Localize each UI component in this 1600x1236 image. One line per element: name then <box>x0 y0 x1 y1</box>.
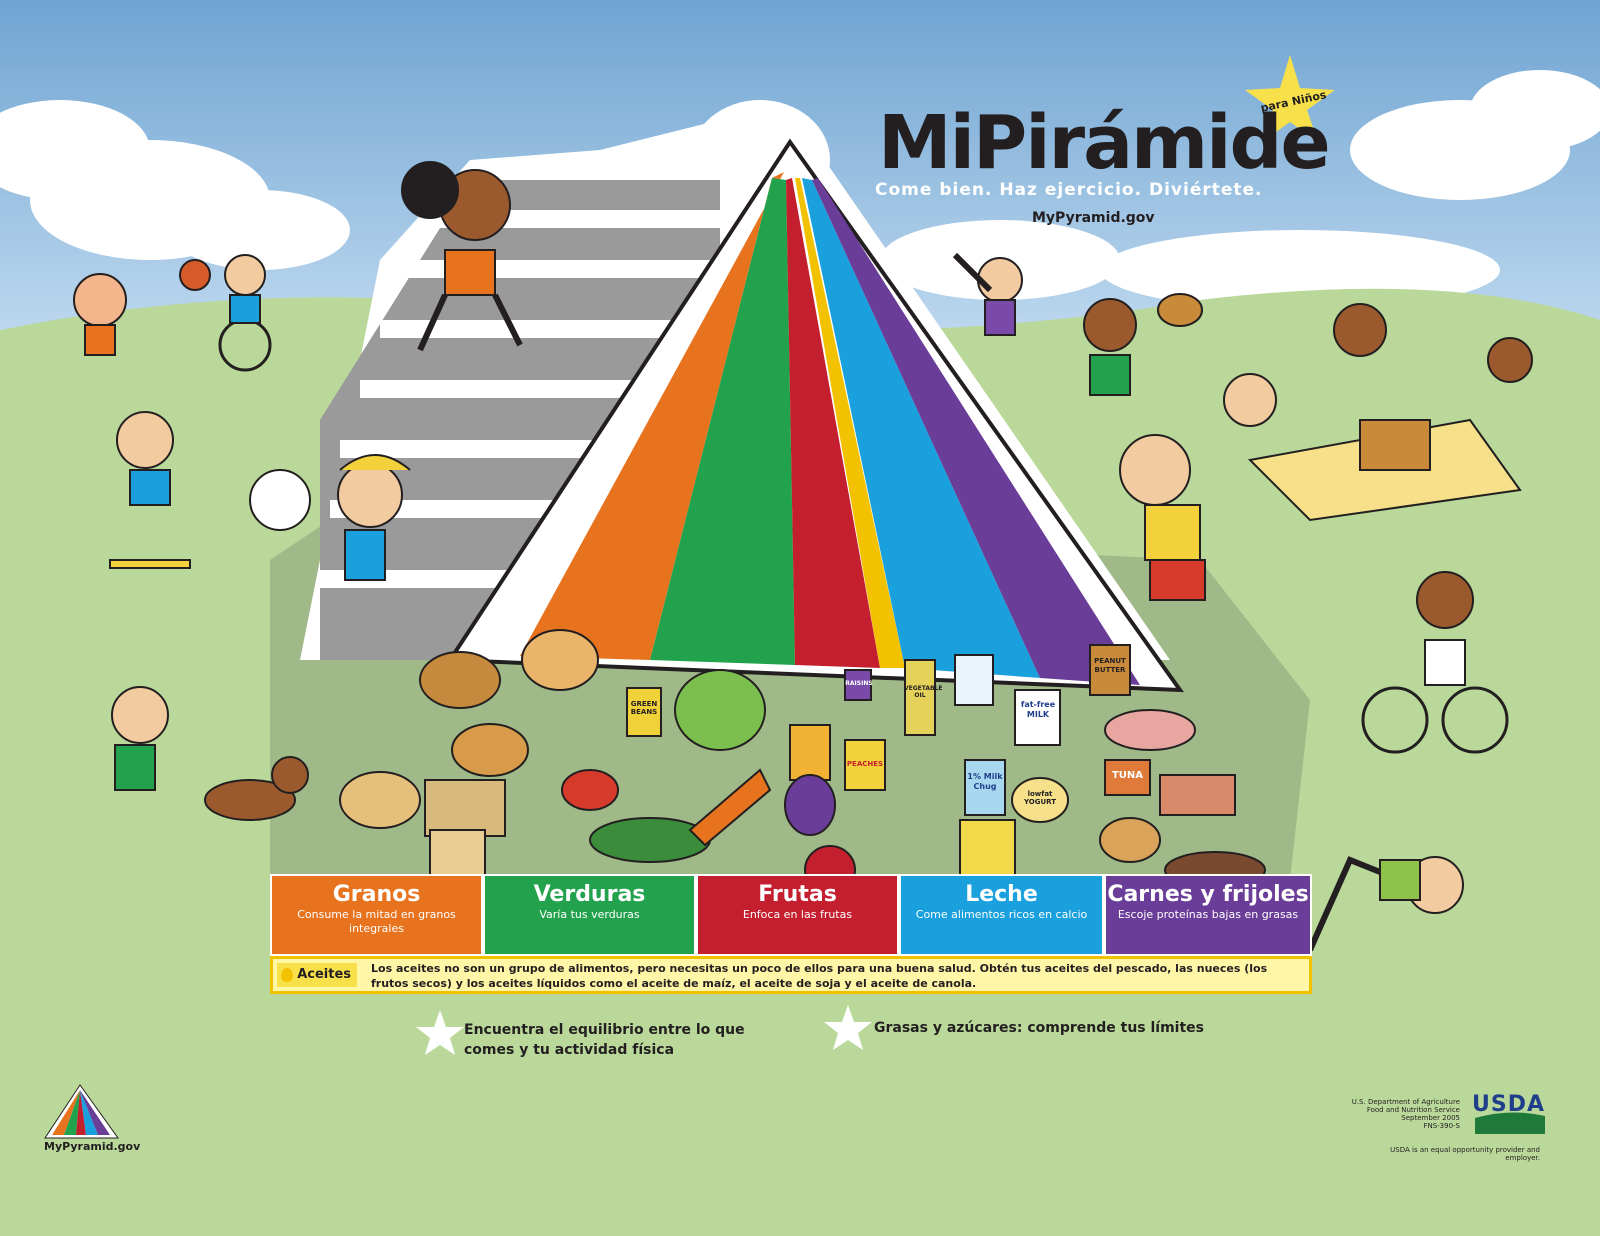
picnic-group <box>1223 303 1533 522</box>
milk-chug-label: 1% Milk Chug <box>967 772 1003 791</box>
rice-bowl <box>419 651 501 709</box>
bun <box>521 629 599 691</box>
carrot <box>688 768 772 847</box>
raisins-box <box>844 669 872 701</box>
food-group-verduras: Verduras Varía tus verduras <box>483 874 696 956</box>
kid-running-top <box>401 161 523 352</box>
usda-line: September 2005 <box>1401 1114 1460 1122</box>
food-group-name: Leche <box>965 882 1038 907</box>
tuna-can <box>1104 759 1151 796</box>
oils-row: Aceites Los aceites no son un grupo de a… <box>270 956 1312 994</box>
tip-fats-sugars: Grasas y azúcares: comprende tus límites <box>874 1020 1204 1036</box>
kid-skateboard <box>109 411 191 569</box>
food-group-frutas: Frutas Enfoca en las frutas <box>696 874 899 956</box>
peaches-label: PEACHES <box>846 760 884 768</box>
food-group-tip: Escoje proteínas bajas en grasas <box>1117 908 1299 921</box>
food-group-carnes-y-frijoles: Carnes y frijoles Escoje proteínas bajas… <box>1104 874 1312 956</box>
page-subtitle: Come bien. Haz ejercicio. Diviértete. <box>875 180 1263 200</box>
food-group-name: Frutas <box>758 882 837 907</box>
milk-glass <box>954 654 994 706</box>
oil-bottle <box>904 659 936 736</box>
raisins-label: RAISINS <box>845 680 873 687</box>
green-beans-can <box>626 687 662 737</box>
usda-line: FNS-390-S <box>1423 1122 1460 1130</box>
tip-balance: Encuentra el equilibrio entre lo que com… <box>464 1022 745 1058</box>
green-beans-label: GREEN BEANS <box>630 700 658 716</box>
kid-cycling <box>1361 571 1509 754</box>
cheese <box>959 819 1016 876</box>
cabbage <box>674 669 766 751</box>
pyramid-stripe-leche <box>802 178 1040 678</box>
milk-carton-label: fat-free MILK <box>1020 700 1056 719</box>
kid-catching <box>1083 293 1203 396</box>
food-group-leche: Leche Come alimentos ricos en calcio <box>899 874 1104 956</box>
equal-opportunity-note: USDA is an equal opportunity provider an… <box>1390 1146 1540 1162</box>
usda-logo-icon <box>1475 1112 1545 1134</box>
milk-carton <box>1014 689 1061 746</box>
peanut-butter-label: PEANUT BUTTER <box>1094 657 1126 674</box>
ham-slices <box>1104 709 1196 751</box>
pyramid-stripe-aceites <box>795 178 905 668</box>
fish-fillet <box>1159 774 1236 816</box>
pyramid-stripe-carnes <box>812 178 1140 685</box>
pyramid <box>446 138 1184 693</box>
kid-baseball <box>952 252 1023 336</box>
food-group-tip: Come alimentos ricos en calcio <box>915 908 1088 921</box>
star-badge-shape <box>1245 55 1335 142</box>
site-url: MyPyramid.gov <box>1032 210 1155 226</box>
milk-chug <box>964 759 1006 816</box>
peanut-butter-jar <box>1089 644 1131 696</box>
oils-label: Aceites <box>277 963 357 987</box>
page-title: MiPirámide <box>878 100 1331 186</box>
star-icon <box>416 1010 464 1055</box>
food-group-tip: Consume la mitad en granos integrales <box>297 908 456 935</box>
usda-logo-text: USDA <box>1472 1092 1545 1117</box>
tomato <box>561 769 619 811</box>
oils-description: Los aceites no son un grupo de alimentos… <box>371 962 1268 990</box>
food-group-name: Verduras <box>533 882 646 907</box>
oil-drop-icon <box>281 967 294 982</box>
yogurt-label: lowfat YOGURT <box>1023 790 1057 806</box>
broccoli <box>589 817 711 863</box>
peaches-can <box>844 739 886 791</box>
star-icon <box>824 1005 872 1050</box>
chicken-leg <box>1099 817 1161 863</box>
usda-line: Food and Nutrition Service <box>1366 1106 1460 1114</box>
usda-agency-info: U.S. Department of Agriculture Food and … <box>1320 1098 1460 1130</box>
cereal-bowl <box>451 723 529 777</box>
food-pile <box>339 629 1266 895</box>
pyramid-steps <box>320 180 760 660</box>
yogurt <box>1011 777 1069 823</box>
kid-wheelchair <box>218 254 272 372</box>
pyramid-stripe-granos <box>520 172 784 660</box>
kids <box>73 161 1533 952</box>
pyramid-stripe-frutas <box>786 178 880 668</box>
oat-bowl <box>339 771 421 829</box>
oils-label-text: Aceites <box>297 967 351 982</box>
food-group-tip: Enfoca en las frutas <box>742 908 853 921</box>
pyramid-stripe-verduras <box>650 178 795 665</box>
kid-stretching <box>1119 434 1206 601</box>
usda-line: U.S. Department of Agriculture <box>1351 1098 1460 1106</box>
kid-cartwheel <box>1307 856 1464 952</box>
tuna-label: TUNA <box>1111 770 1144 781</box>
crackers <box>424 779 506 837</box>
grapes <box>784 774 836 836</box>
kid-soccer <box>249 454 411 581</box>
kid-basketball <box>73 259 211 356</box>
food-group-granos: Granos Consume la mitad en granos integr… <box>270 874 483 956</box>
food-group-name: Carnes y frijoles <box>1107 882 1309 907</box>
food-group-name: Granos <box>332 882 421 907</box>
mypyramid-logo-text: MyPyramid.gov <box>44 1140 141 1153</box>
oil-label: VEGETABLE OIL <box>904 685 943 699</box>
bread <box>429 829 486 876</box>
clouds <box>0 70 1600 310</box>
juice-glass <box>789 724 831 781</box>
food-group-tip: Varía tus verduras <box>539 908 640 921</box>
mypyramid-logo-icon <box>44 1084 119 1139</box>
kid-walking-dog <box>111 686 309 821</box>
